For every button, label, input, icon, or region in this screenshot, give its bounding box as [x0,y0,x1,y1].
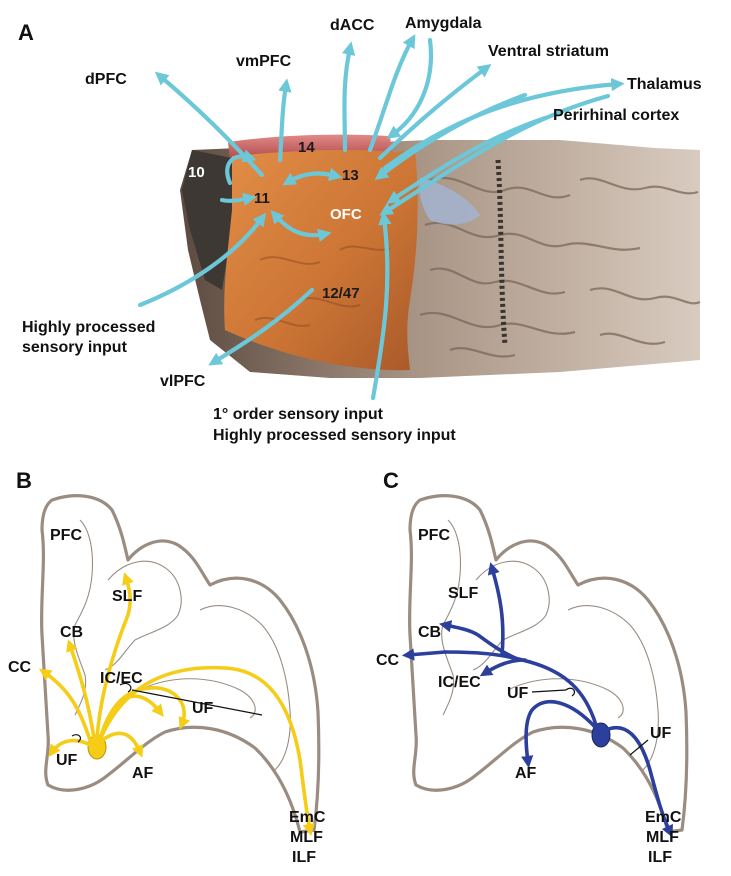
arrow-10-loop [225,149,257,186]
panel-b-letter: B [16,468,32,493]
c-label-mlf: MLF [646,829,679,846]
uf-c-right-pointer [629,739,649,756]
panel-c: C PFC SLF CB CC IC/EC UF UF AF [376,468,689,866]
tract-b-cb [66,639,96,740]
arrow-11-13 [282,167,343,186]
label-dacc: dACC [330,17,375,34]
arrow-to-ventral-striatum [377,63,492,161]
uf-b-pointer-line [131,689,263,716]
brain-rendering [180,134,701,378]
uf-c-mid-pointer-line [531,689,567,693]
arrow-sensory-to-ofc [370,211,392,401]
c-label-uf-mid: UF [507,685,529,702]
tract-b-emc [98,665,315,837]
arrow-to-vlpfc [208,287,315,366]
b-label-uf-right: UF [192,700,214,717]
coronal-outline-c [407,494,689,834]
arrow-to-dacc [342,41,356,153]
c-label-ilf: ILF [648,849,672,866]
white-matter [419,178,480,225]
uf-b-left-pointer [71,734,82,743]
label-ventral-striatum: Ventral striatum [488,43,609,60]
arrow-to-vmpfc [277,78,292,163]
c-label-pfc: PFC [418,527,450,544]
arrow-from-thalamus [379,93,611,216]
panel-b-tracts [38,572,315,837]
b-label-mlf: MLF [290,829,323,846]
c-label-cc: CC [376,652,400,669]
panel-a: A [18,15,702,444]
panel-a-arrows [137,34,625,401]
area-11-label: 11 [254,190,270,207]
inner-contour-c4 [507,678,624,719]
label-vlpfc: vlPFC [160,373,206,390]
tract-c-icec [479,658,527,677]
coronal-outline-b [39,494,321,834]
inner-contour-b3 [199,605,291,771]
ofc-label: OFC [330,206,362,223]
tract-c-af [521,699,598,769]
b-label-emc: EmC [289,809,326,826]
arrow-highly-processed-to-11 [137,212,266,308]
label-highly-processed-line1: Highly processed [22,319,155,336]
c-label-uf-right: UF [650,725,672,742]
label-amygdala: Amygdala [405,15,482,32]
label-vmpfc: vmPFC [236,53,292,70]
panel-c-slice [407,494,689,834]
uf-c-mid-pointer-loop [565,687,576,697]
arrow-from-ventral-striatum [374,92,528,181]
label-first-order-input: 1° order sensory input [213,406,384,423]
c-label-emc: EmC [645,809,682,826]
inner-contour-b4 [139,678,256,719]
inner-contour-b2 [104,560,182,671]
panel-b: B PFC SLF CB CC IC/EC UF UF [8,468,326,866]
panel-c-letter: C [383,468,399,493]
c-label-af: AF [515,765,537,782]
tract-c-cc [401,648,447,661]
tract-c-slf [487,562,505,657]
uf-b-pointer-loop [119,682,132,693]
tract-b-uf-left [48,738,94,757]
area-10-label: 10 [188,164,205,181]
b-label-cc: CC [8,659,32,676]
b-label-slf: SLF [112,588,142,605]
area-12-47-label: 12/47 [322,285,360,302]
c-label-cb: CB [418,624,441,641]
tract-c-emc [604,725,673,838]
inner-contour-c3 [567,605,659,771]
label-dpfc: dPFC [85,71,127,88]
arrow-from-amygdala [386,37,433,139]
label-highly-processed-input: Highly processed sensory input [213,427,456,444]
tract-c-trunk [443,650,598,727]
area-13-label: 13 [342,167,359,184]
c-label-slf: SLF [448,585,478,602]
arrow-10-to-11 [219,192,257,206]
arrow-to-amygdala [367,34,416,153]
gyral-folds [419,177,701,358]
panel-a-letter: A [18,20,34,45]
label-perirhinal-cortex: Perirhinal cortex [553,107,679,124]
c-label-icec: IC/EC [438,674,481,691]
b-label-pfc: PFC [50,527,82,544]
tract-b-cc [38,668,92,742]
cut-line [495,159,508,346]
tract-b-slf [95,572,134,740]
b-label-af: AF [132,765,154,782]
orbital-surface [224,149,418,371]
area-14-label: 14 [298,139,315,156]
panel-b-slice [39,494,321,834]
b-label-uf-left: UF [56,752,78,769]
panel-c-tracts [401,562,673,838]
tract-b-af [98,731,144,758]
arrow-11-ofc [270,209,332,242]
b-label-ilf: ILF [292,849,316,866]
b-label-cb: CB [60,624,83,641]
b-label-icec: IC/EC [100,670,143,687]
label-highly-processed-line2: sensory input [22,339,128,356]
arrow-from-perirhinal [386,115,548,204]
label-thalamus: Thalamus [627,76,702,93]
arrow-to-dpfc [154,71,265,178]
